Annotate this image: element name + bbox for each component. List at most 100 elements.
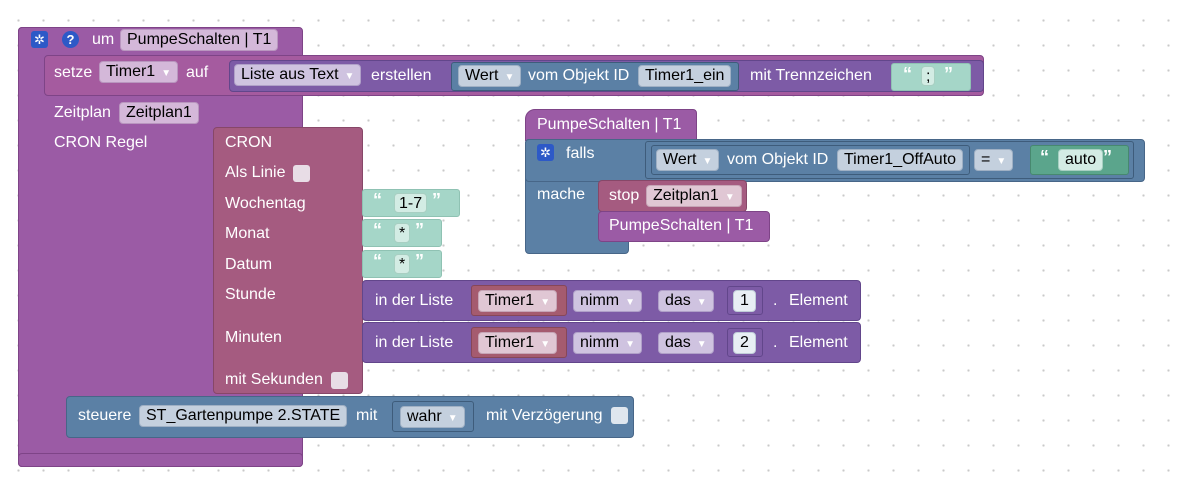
- function-header[interactable]: [525, 109, 697, 141]
- mit-sekunden-checkbox[interactable]: [331, 372, 348, 389]
- call-procedure-label: PumpeSchalten | T1: [609, 217, 754, 234]
- nimm-dropdown[interactable]: nimm ▼: [573, 290, 643, 312]
- dot-label: .: [773, 292, 778, 309]
- object-id-field[interactable]: Timer1_ein: [638, 65, 732, 87]
- setze-auf-label: auf: [186, 64, 209, 81]
- dropdown-arrow-icon: ▼: [702, 156, 713, 167]
- func-wert-dropdown[interactable]: Wert ▼: [656, 149, 720, 171]
- timer1-value: Timer1: [485, 334, 535, 351]
- setze-variable-dropdown[interactable]: Timer1 ▼: [99, 61, 179, 83]
- quote-open-icon: “: [903, 64, 912, 84]
- steuere-label: steuere: [78, 407, 132, 424]
- quote-close-icon: ”: [1103, 147, 1112, 167]
- in-der-liste-label: in der Liste: [375, 292, 454, 309]
- compare-operator-value: =: [981, 151, 991, 168]
- wert-value: Wert: [465, 67, 499, 84]
- steuere-mit-label: mit: [356, 407, 378, 424]
- quote-close-icon: ”: [415, 251, 424, 271]
- stop-name-dropdown[interactable]: Zeitplan1 ▼: [646, 185, 742, 207]
- procedure-um-label: um: [92, 31, 115, 48]
- index-field-1[interactable]: 1: [733, 290, 756, 312]
- zeitplan-name-field[interactable]: Zeitplan1: [119, 102, 199, 124]
- setze-label: setze: [54, 64, 93, 81]
- vom-objekt-label: vom Objekt ID: [528, 67, 630, 84]
- trennzeichen-label: mit Trennzeichen: [750, 67, 872, 84]
- das-dropdown[interactable]: das ▼: [658, 332, 714, 354]
- zeitplan-label: Zeitplan: [54, 104, 111, 121]
- monat-field[interactable]: *: [394, 223, 411, 243]
- dropdown-arrow-icon: ▼: [696, 297, 707, 308]
- auto-field[interactable]: auto: [1058, 149, 1104, 171]
- wochentag-label: Wochentag: [225, 195, 306, 212]
- procedure-name-field[interactable]: PumpeSchalten | T1: [120, 29, 279, 51]
- monat-label: Monat: [225, 225, 270, 242]
- datum-field[interactable]: *: [394, 254, 411, 274]
- dropdown-arrow-icon: ▼: [996, 156, 1007, 167]
- falls-label: falls: [566, 145, 595, 162]
- setze-variable-value: Timer1: [106, 63, 156, 80]
- stunde-label: Stunde: [225, 286, 276, 303]
- wahr-dropdown[interactable]: wahr ▼: [400, 406, 465, 428]
- func-vom-label: vom Objekt ID: [727, 151, 829, 168]
- nimm-value: nimm: [580, 292, 620, 309]
- dropdown-arrow-icon: ▼: [344, 71, 355, 82]
- dropdown-arrow-icon: ▼: [724, 192, 735, 203]
- func-wert-value: Wert: [663, 151, 697, 168]
- quote-close-icon: ”: [944, 64, 953, 84]
- gear-icon[interactable]: ✲: [31, 31, 48, 48]
- wahr-value: wahr: [407, 408, 442, 425]
- nimm-value: nimm: [580, 334, 620, 351]
- dropdown-arrow-icon: ▼: [161, 68, 172, 79]
- timer1-value: Timer1: [485, 292, 535, 309]
- dropdown-arrow-icon: ▼: [447, 413, 458, 424]
- dropdown-arrow-icon: ▼: [625, 297, 636, 308]
- compare-operator-dropdown[interactable]: =▼: [974, 149, 1014, 171]
- wochentag-field[interactable]: 1-7: [394, 193, 428, 213]
- timer1-dropdown[interactable]: Timer1 ▼: [478, 332, 558, 354]
- steuere-id-field[interactable]: ST_Gartenpumpe 2.STATE: [139, 405, 348, 427]
- das-dropdown[interactable]: das ▼: [658, 290, 714, 312]
- minuten-label: Minuten: [225, 329, 282, 346]
- timer1-dropdown[interactable]: Timer1 ▼: [478, 290, 558, 312]
- liste-aus-text-value: Liste aus Text: [241, 66, 339, 83]
- das-value: das: [665, 292, 691, 309]
- procedure-spine: [18, 27, 44, 467]
- quote-open-icon: “: [373, 220, 382, 240]
- quote-close-icon: ”: [432, 190, 441, 210]
- quote-open-icon: “: [1040, 147, 1049, 167]
- mache-label: mache: [537, 186, 586, 203]
- cron-regel-label: CRON Regel: [54, 134, 148, 151]
- erstellen-label: erstellen: [371, 67, 432, 84]
- liste-aus-text-dropdown[interactable]: Liste aus Text ▼: [234, 64, 362, 86]
- quote-close-icon: ”: [415, 220, 424, 240]
- dropdown-arrow-icon: ▼: [625, 339, 636, 350]
- cron-block[interactable]: [213, 127, 363, 394]
- function-name-label: PumpeSchalten | T1: [537, 116, 682, 133]
- dropdown-arrow-icon: ▼: [540, 297, 551, 308]
- dropdown-arrow-icon: ▼: [504, 72, 515, 83]
- cron-title: CRON: [225, 134, 273, 151]
- in-der-liste-label: in der Liste: [375, 334, 454, 351]
- quote-open-icon: “: [373, 190, 382, 210]
- stop-name-value: Zeitplan1: [653, 187, 719, 204]
- dot-label: .: [773, 334, 778, 351]
- datum-label: Datum: [225, 256, 273, 273]
- als-linie-checkbox[interactable]: [293, 165, 310, 182]
- func-object-id-field[interactable]: Timer1_OffAuto: [837, 149, 964, 171]
- separator-field[interactable]: ;: [921, 66, 936, 86]
- procedure-footer: [18, 453, 303, 467]
- gear-icon[interactable]: ✲: [537, 144, 554, 161]
- index-field-2[interactable]: 2: [733, 332, 756, 354]
- dropdown-arrow-icon: ▼: [540, 339, 551, 350]
- verzoegerung-label: mit Verzögerung: [486, 407, 603, 424]
- help-icon[interactable]: ?: [62, 31, 79, 48]
- verzoegerung-checkbox[interactable]: [611, 407, 628, 424]
- nimm-dropdown[interactable]: nimm ▼: [573, 332, 643, 354]
- call-procedure-block[interactable]: [598, 211, 770, 242]
- quote-open-icon: “: [373, 251, 382, 271]
- stop-label: stop: [609, 187, 640, 204]
- mit-sekunden-label: mit Sekunden: [225, 371, 323, 388]
- wert-dropdown[interactable]: Wert ▼: [458, 65, 522, 87]
- das-value: das: [665, 334, 691, 351]
- dropdown-arrow-icon: ▼: [696, 339, 707, 350]
